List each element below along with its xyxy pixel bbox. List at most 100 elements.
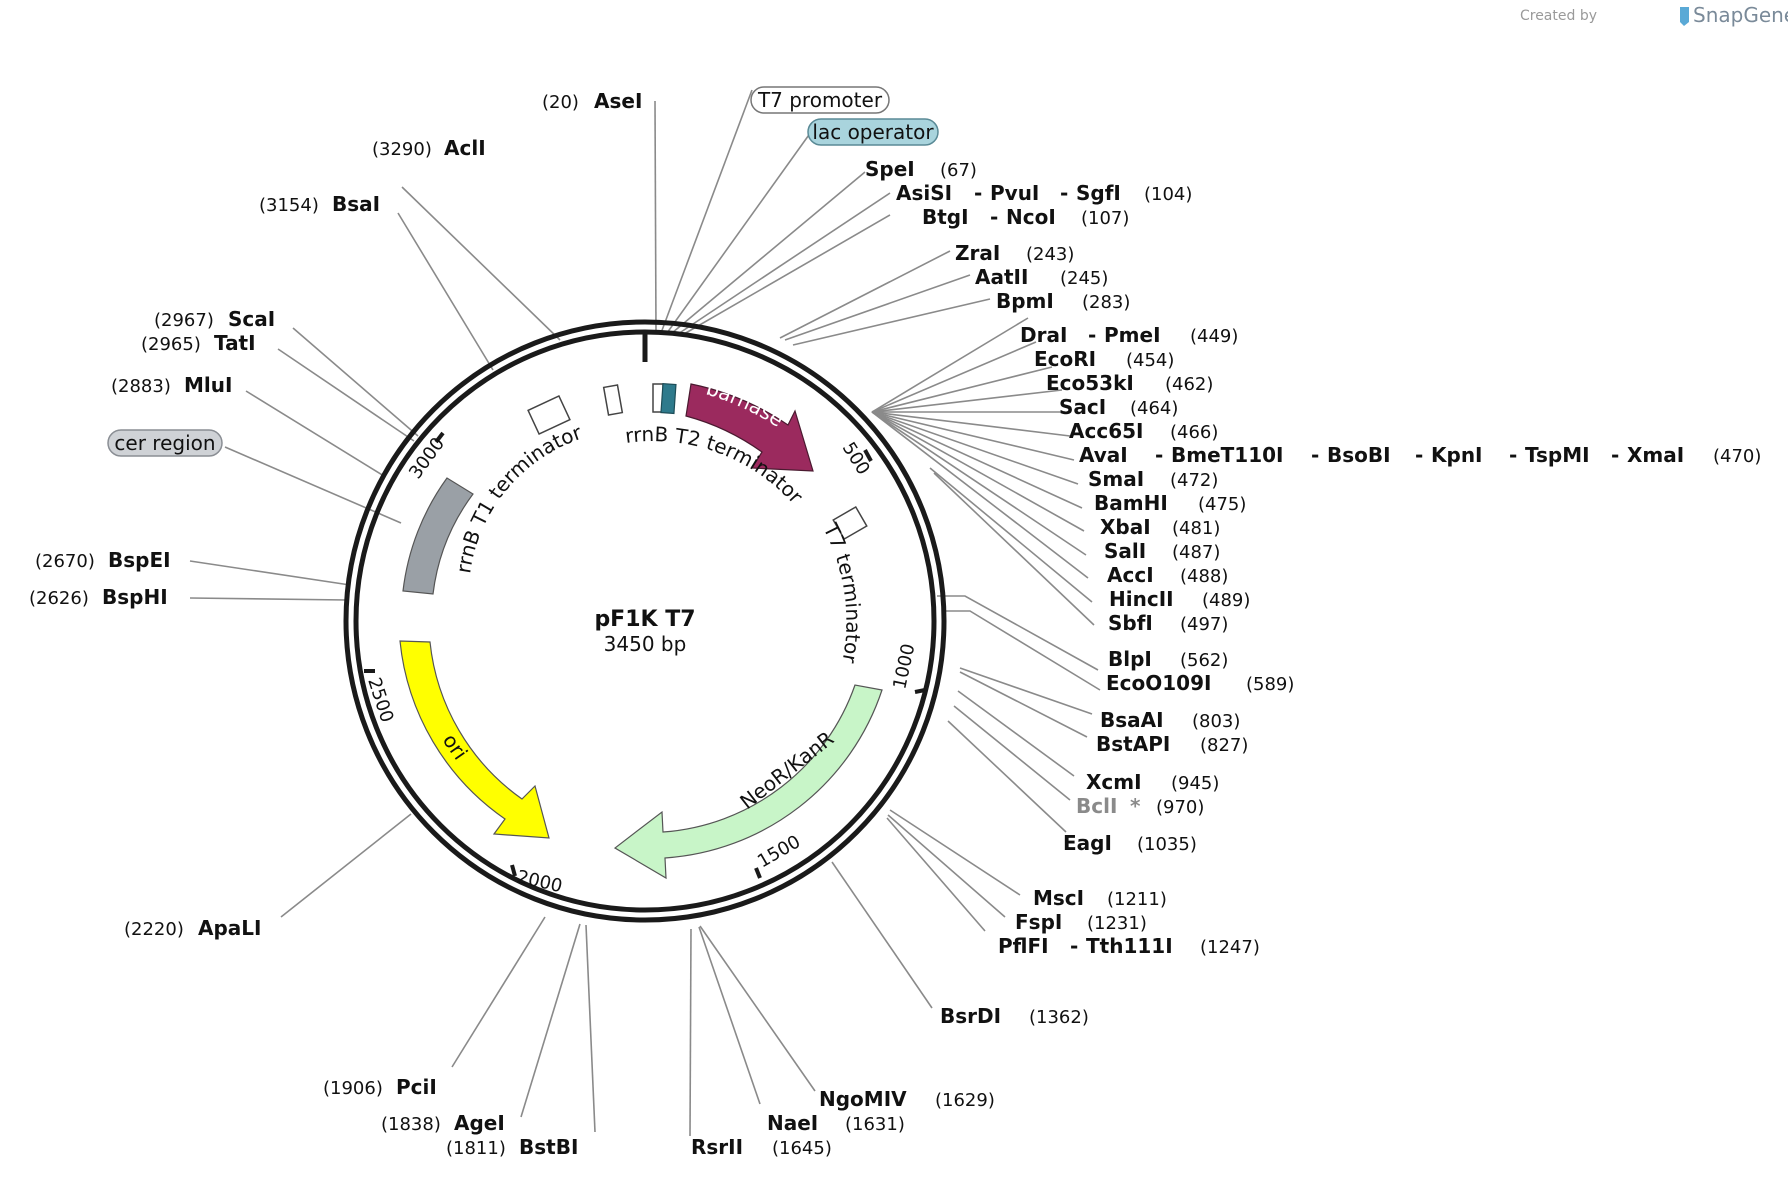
site-apali: (2220) ApaLI bbox=[124, 916, 261, 940]
site-acci: AccI (488) bbox=[1107, 563, 1228, 587]
features bbox=[399, 382, 883, 880]
svg-text:(589): (589) bbox=[1246, 674, 1294, 695]
svg-text:(1645): (1645) bbox=[772, 1138, 832, 1159]
svg-text:-: - bbox=[1311, 443, 1319, 467]
site-acli: (3290) AclI bbox=[372, 136, 486, 160]
svg-text:EcoO109I: EcoO109I bbox=[1106, 671, 1211, 695]
plasmid-size: 3450 bp bbox=[604, 632, 687, 656]
svg-text:PflFI: PflFI bbox=[998, 934, 1049, 958]
cer-region-callout bbox=[107, 429, 223, 457]
site-avai-group: AvaI - BmeT110I - BsoBI - KpnI - TspMI -… bbox=[1079, 443, 1761, 467]
rrnb-t2-terminator-box bbox=[602, 384, 624, 416]
svg-text:AvaI: AvaI bbox=[1079, 443, 1128, 467]
site-blpi: BlpI (562) bbox=[1108, 647, 1228, 671]
snapgene-logo-icon bbox=[1680, 7, 1689, 26]
svg-text:BtgI: BtgI bbox=[922, 205, 969, 229]
svg-text:AsiSI: AsiSI bbox=[896, 181, 952, 205]
site-ecori: EcoRI (454) bbox=[1034, 347, 1174, 371]
site-saci: SacI (464) bbox=[1059, 395, 1178, 419]
site-btgi: BtgI - NcoI (107) bbox=[922, 205, 1129, 229]
svg-text:*: * bbox=[1130, 794, 1141, 818]
svg-text:AccI: AccI bbox=[1107, 563, 1154, 587]
svg-text:NaeI: NaeI bbox=[767, 1111, 818, 1135]
tick-label-1000: 1000 bbox=[889, 642, 919, 691]
svg-text:XmaI: XmaI bbox=[1627, 443, 1684, 467]
lac-operator-callout bbox=[807, 118, 939, 146]
site-acc65i: Acc65I (466) bbox=[1069, 419, 1218, 443]
svg-text:(104): (104) bbox=[1144, 184, 1192, 205]
svg-text:(827): (827) bbox=[1200, 735, 1248, 756]
svg-text:BlpI: BlpI bbox=[1108, 647, 1152, 671]
site-bsrdi: BsrDI (1362) bbox=[940, 1004, 1089, 1028]
t7-terminator-label: T7 terminator bbox=[818, 519, 865, 666]
site-scai: (2967) ScaI bbox=[154, 307, 275, 331]
svg-text:PmeI: PmeI bbox=[1104, 323, 1161, 347]
svg-text:XbaI: XbaI bbox=[1100, 515, 1151, 539]
svg-text:(475): (475) bbox=[1198, 494, 1246, 515]
svg-text:XcmI: XcmI bbox=[1086, 770, 1142, 794]
svg-text:(803): (803) bbox=[1192, 711, 1240, 732]
svg-text:BstAPI: BstAPI bbox=[1096, 732, 1170, 756]
svg-text:ZraI: ZraI bbox=[955, 241, 1000, 265]
svg-text:SmaI: SmaI bbox=[1088, 467, 1144, 491]
svg-text:(1211): (1211) bbox=[1107, 889, 1167, 910]
svg-text:(1231): (1231) bbox=[1087, 913, 1147, 934]
site-fspi: FspI (1231) bbox=[1015, 910, 1147, 934]
svg-text:(489): (489) bbox=[1202, 590, 1250, 611]
svg-text:(67): (67) bbox=[940, 160, 977, 181]
svg-text:(454): (454) bbox=[1126, 350, 1174, 371]
svg-text:Acc65I: Acc65I bbox=[1069, 419, 1143, 443]
svg-text:AseI: AseI bbox=[594, 89, 642, 113]
svg-text:BspHI: BspHI bbox=[102, 585, 168, 609]
t7-terminator-box bbox=[832, 505, 868, 541]
credit-text: Created by bbox=[1520, 8, 1597, 24]
svg-text:(449): (449) bbox=[1190, 326, 1238, 347]
plasmid-name: pF1K T7 bbox=[594, 607, 695, 632]
svg-text:(2965): (2965) bbox=[141, 334, 201, 355]
svg-text:AclI: AclI bbox=[444, 136, 486, 160]
svg-text:-: - bbox=[1611, 443, 1619, 467]
cer-region-arc bbox=[402, 477, 474, 595]
svg-text:(1906): (1906) bbox=[323, 1078, 383, 1099]
site-bstbi: (1811) BstBI bbox=[446, 1135, 578, 1159]
site-xcmi: XcmI (945) bbox=[1086, 770, 1219, 794]
svg-text:(2883): (2883) bbox=[111, 376, 171, 397]
site-smai: SmaI (472) bbox=[1088, 467, 1218, 491]
svg-text:-: - bbox=[1070, 934, 1078, 958]
site-bpmi: BpmI (283) bbox=[996, 289, 1130, 313]
site-hincii: HincII (489) bbox=[1109, 587, 1250, 611]
site-tati: (2965) TatI bbox=[141, 331, 256, 355]
svg-text:BspEI: BspEI bbox=[108, 548, 171, 572]
site-pcii: (1906) PciI bbox=[323, 1075, 437, 1099]
svg-text:BsaI: BsaI bbox=[332, 192, 380, 216]
site-bsai: (3154) BsaI bbox=[259, 192, 380, 216]
svg-text:SbfI: SbfI bbox=[1108, 611, 1153, 635]
svg-text:SpeI: SpeI bbox=[865, 157, 915, 181]
tick-label-500: 500 bbox=[838, 439, 874, 479]
site-agei: (1838) AgeI bbox=[381, 1111, 505, 1135]
svg-text:BsoBI: BsoBI bbox=[1327, 443, 1391, 467]
barnase-arrow bbox=[685, 383, 814, 472]
svg-text:NcoI: NcoI bbox=[1006, 205, 1056, 229]
site-leaders bbox=[189, 89, 1101, 1137]
site-eagi: EagI (1035) bbox=[1063, 831, 1197, 855]
svg-text:BstBI: BstBI bbox=[519, 1135, 578, 1159]
svg-text:BpmI: BpmI bbox=[996, 289, 1054, 313]
svg-text:-: - bbox=[974, 181, 982, 205]
svg-text:(488): (488) bbox=[1180, 566, 1228, 587]
site-zrai: ZraI (243) bbox=[955, 241, 1074, 265]
site-xbai: XbaI (481) bbox=[1100, 515, 1220, 539]
site-bcli: BclI * (970) bbox=[1076, 794, 1204, 818]
svg-text:(472): (472) bbox=[1170, 470, 1218, 491]
site-drai: DraI - PmeI (449) bbox=[1020, 323, 1238, 347]
svg-text:DraI: DraI bbox=[1020, 323, 1067, 347]
svg-text:(243): (243) bbox=[1026, 244, 1074, 265]
site-naei: NaeI (1631) bbox=[767, 1111, 905, 1135]
site-eco53ki: Eco53kI (462) bbox=[1046, 371, 1213, 395]
svg-text:HincII: HincII bbox=[1109, 587, 1174, 611]
svg-text:(1838): (1838) bbox=[381, 1114, 441, 1135]
t7-promoter-text: T7 promoter bbox=[757, 88, 883, 112]
svg-text:(245): (245) bbox=[1060, 268, 1108, 289]
site-bamhi: BamHI (475) bbox=[1094, 491, 1246, 515]
svg-text:KpnI: KpnI bbox=[1431, 443, 1483, 467]
